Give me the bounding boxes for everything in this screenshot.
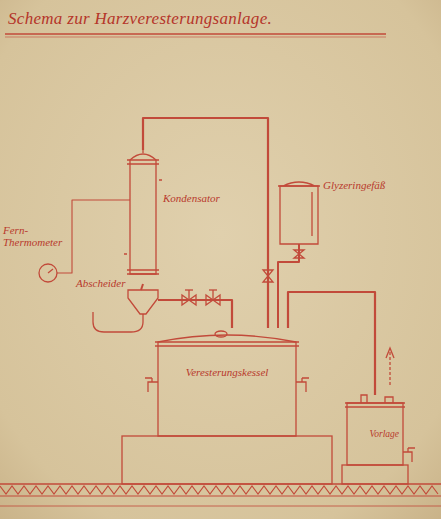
gauge-dial: [39, 264, 57, 282]
title-underline: [5, 33, 386, 34]
manhole: [215, 331, 227, 337]
tap-symbol: [296, 378, 309, 392]
vessel-shell: [280, 186, 318, 244]
tap-symbol: [145, 378, 158, 392]
valve-stem: [185, 289, 193, 290]
receiver-shell: [347, 403, 403, 465]
floor-hatching: [0, 486, 438, 494]
drain-trap: [93, 312, 143, 332]
floor-line: [0, 496, 441, 497]
component-label: Glyzeringefäß: [323, 179, 385, 191]
glycerine-vessel: Glyzeringefäß: [280, 180, 318, 244]
separator-funnel-outline: [128, 290, 158, 314]
flow-arrowhead: [386, 348, 394, 358]
component-label: Abscheider: [76, 277, 125, 289]
vessel-lid: [278, 182, 320, 186]
pipe-connector: [158, 300, 232, 328]
receiver-flange: [345, 403, 405, 407]
thermometer-gauge: Fern-Thermometer: [39, 264, 57, 282]
valve-stem: [209, 289, 217, 290]
pipe-connector: [143, 118, 268, 328]
component-label: Veresterungskessel: [186, 366, 269, 378]
component-label: Fern-Thermometer: [3, 224, 65, 248]
valve-stem: [188, 290, 189, 300]
pipe-connector: [57, 200, 130, 273]
pipe-connector: [141, 284, 143, 290]
separator-cone: [128, 290, 158, 314]
flow-arrow: [389, 352, 390, 385]
sheet-edge: [0, 506, 441, 507]
receiver-vessel: Vorlage: [347, 395, 403, 465]
valve-stem: [212, 290, 213, 300]
sight-glass: [311, 192, 312, 236]
esterification-kettle: Veresterungskessel: [158, 328, 296, 436]
tap-symbol: [403, 448, 415, 462]
gauge-needle: [48, 269, 53, 273]
flange: [127, 270, 159, 274]
condenser-shell: [130, 154, 156, 274]
kettle-shell: [158, 335, 296, 436]
floor-hatching: [0, 486, 438, 494]
condenser-column-outline: [130, 150, 156, 284]
kettle-flange: [155, 342, 299, 346]
kettle-plinth: [122, 436, 332, 484]
flange: [127, 160, 159, 164]
receiver-nozzle: [361, 395, 393, 403]
component-label: Kondensator: [163, 192, 220, 204]
esterification-kettle-outline: [158, 328, 296, 436]
top-nozzle: [142, 148, 143, 153]
floor-line: [0, 483, 441, 485]
diagram-title: Schema zur Harzveresterungsanlage.: [8, 9, 272, 29]
glycerine-vessel-outline: [280, 180, 318, 244]
thermometer-gauge-outline: [39, 264, 57, 282]
separator-funnel: Abscheider: [128, 290, 158, 314]
pipe-connector: [288, 292, 375, 395]
component-label: Vorlage: [369, 428, 399, 440]
condenser-column: Kondensator: [130, 150, 156, 284]
water-nozzle: [124, 180, 162, 254]
receiver-base: [342, 465, 408, 484]
title-underline: [5, 37, 386, 38]
